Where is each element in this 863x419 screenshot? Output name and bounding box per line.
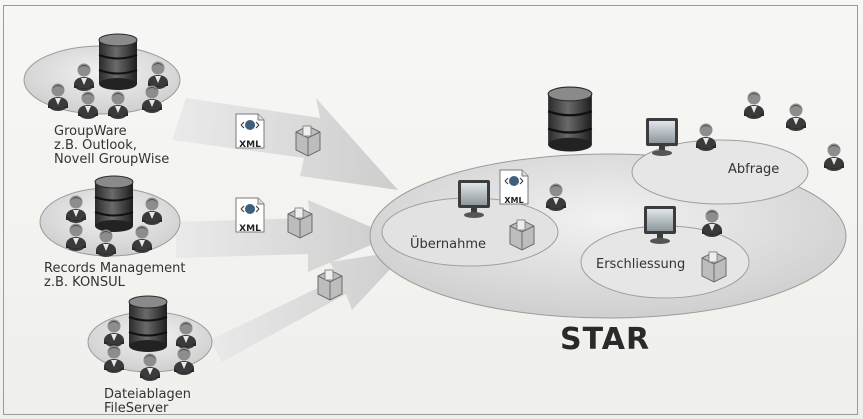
records-line-2: z.B. KONSUL <box>44 275 125 290</box>
xml-label: XML <box>239 224 261 234</box>
groupware-line-1: GroupWare <box>54 124 127 139</box>
groupware-line-3: Novell GroupWise <box>54 152 170 167</box>
star-title: STAR <box>560 322 651 357</box>
archive-box-icon <box>701 251 727 283</box>
arrow-groupware <box>172 98 398 190</box>
zone-erschliessung-label: Erschliessung <box>596 257 686 272</box>
archive-box-icon <box>287 207 313 239</box>
records-label: Records Management z.B. KONSUL <box>44 262 185 290</box>
arrow-files <box>210 250 408 362</box>
files-line-2: FileServer <box>104 401 169 416</box>
user-icon <box>744 91 764 119</box>
arrow-records <box>176 200 392 272</box>
user-icon <box>824 143 844 171</box>
archive-box-icon <box>317 269 343 301</box>
zone-abfrage-label: Abfrage <box>728 162 780 177</box>
files-line-1: Dateiablagen <box>104 387 191 402</box>
database-icon <box>128 295 168 353</box>
archive-box-icon <box>295 125 321 157</box>
user-icon <box>696 123 716 151</box>
xml-label: XML <box>504 196 523 205</box>
database-icon <box>94 175 134 233</box>
zone-uebernahme-label: Übernahme <box>410 237 486 252</box>
user-icon <box>786 103 806 131</box>
files-label: Dateiablagen FileServer <box>104 388 191 416</box>
groupware-label: GroupWare z.B. Outlook, Novell GroupWise <box>54 125 169 167</box>
database-icon <box>547 85 593 153</box>
database-icon <box>98 33 138 91</box>
archive-box-icon <box>509 219 535 251</box>
records-line-1: Records Management <box>44 261 186 276</box>
groupware-line-2: z.B. Outlook, <box>54 138 137 153</box>
xml-label: XML <box>239 140 261 150</box>
zone-abfrage-area <box>631 139 809 205</box>
